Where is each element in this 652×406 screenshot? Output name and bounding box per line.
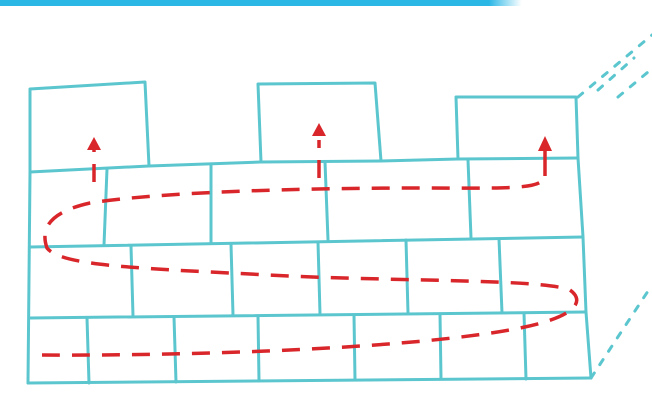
merlon-left	[30, 82, 149, 172]
arrow-up-middle-icon	[312, 123, 326, 136]
wall-bottom-edge	[28, 378, 591, 383]
row3-joints	[87, 313, 526, 383]
merlon-right	[456, 97, 578, 159]
wall-right-edge	[578, 158, 591, 378]
path-line	[42, 178, 577, 355]
arrow-up-left-icon	[87, 137, 101, 150]
wall-outline	[28, 82, 591, 383]
perspective-guides	[578, 35, 652, 378]
perspective-guide-top	[578, 35, 652, 97]
wall-top-edge	[30, 158, 578, 172]
perspective-guide-bottom	[591, 285, 652, 378]
wall-left-edge	[28, 172, 30, 383]
perspective-guide-top-edge	[618, 72, 648, 97]
arrow-up-right-icon	[538, 136, 552, 151]
row1-joints	[104, 160, 471, 245]
serpentine-path	[42, 140, 577, 355]
merlon-middle	[258, 83, 381, 162]
